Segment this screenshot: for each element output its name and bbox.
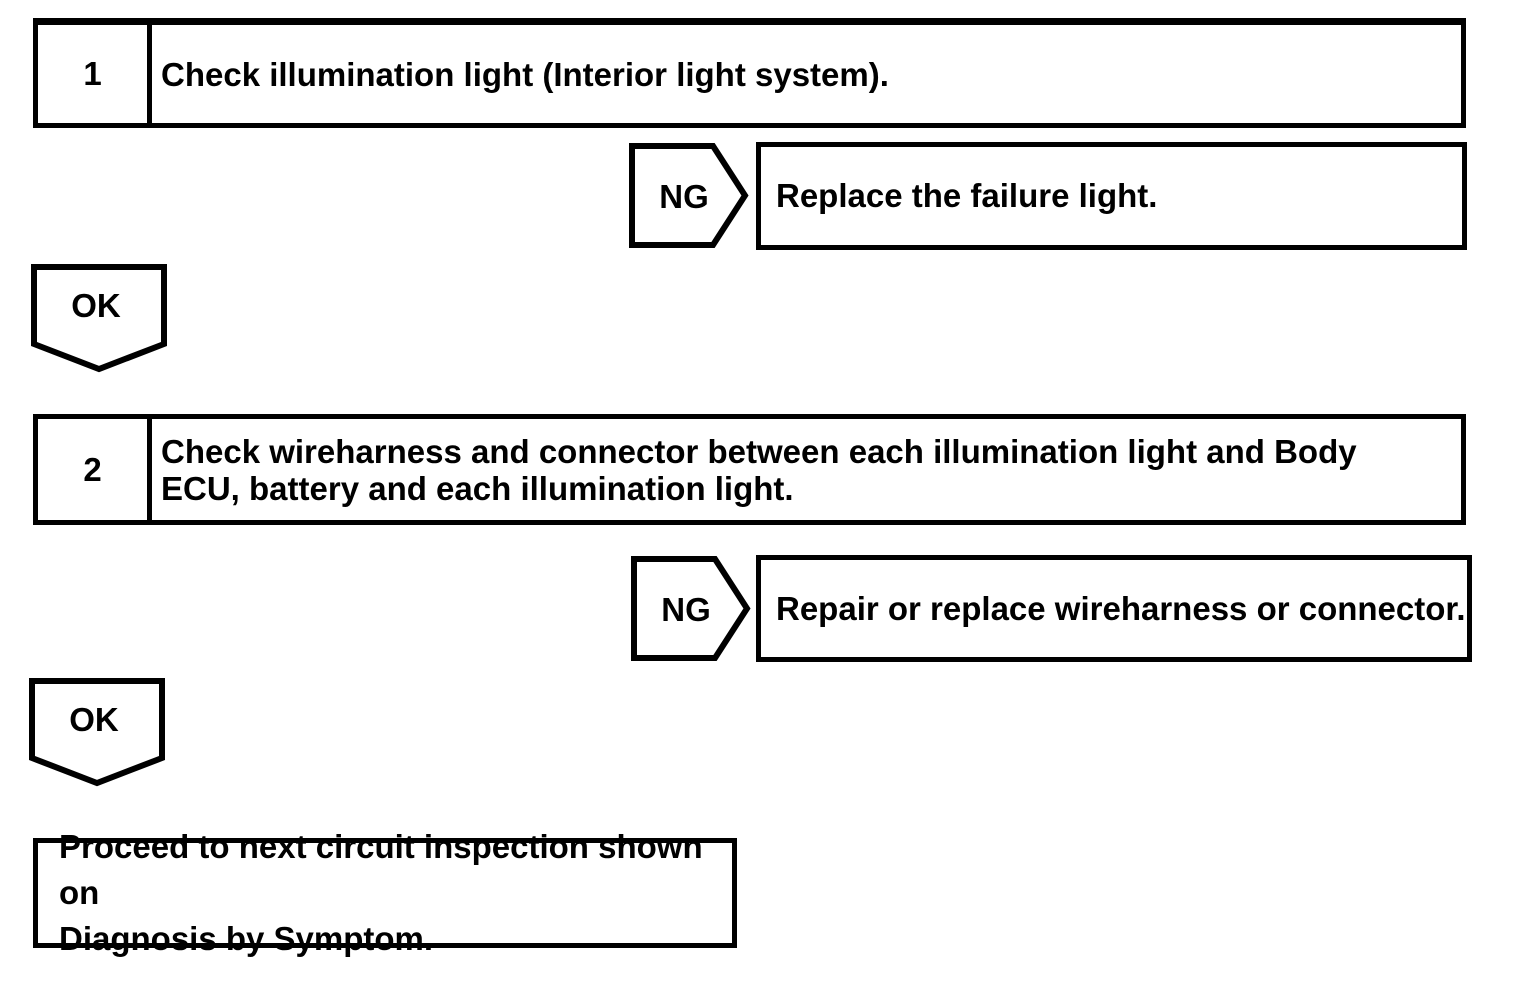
conclusion-line-1: Proceed to next circuit inspection shown… bbox=[59, 828, 703, 911]
ok-connector-shape bbox=[31, 264, 167, 373]
ng-arrow-icon: NG bbox=[628, 142, 749, 249]
ng-result-2-text: Repair or replace wireharness or connect… bbox=[776, 589, 1466, 627]
ok-label-1: OK bbox=[71, 287, 121, 324]
ng-result-1-box: Replace the failure light. bbox=[756, 142, 1467, 250]
step-1-instruction: Check illumination light (Interior light… bbox=[161, 55, 889, 93]
ng-arrow-shape bbox=[631, 556, 751, 661]
ng-label-1: NG bbox=[659, 178, 709, 215]
step-2-instruction-line-2: ECU, battery and each illumination light… bbox=[161, 469, 794, 507]
step-2-box: 2 Check wireharness and connector betwee… bbox=[33, 414, 1466, 525]
ok-connector-shape bbox=[29, 678, 165, 787]
ng-result-2-box: Repair or replace wireharness or connect… bbox=[756, 555, 1472, 662]
step-2-number: 2 bbox=[38, 419, 152, 520]
step-1-number: 1 bbox=[38, 25, 152, 123]
ng-result-1-text: Replace the failure light. bbox=[776, 177, 1158, 214]
conclusion-line-2: Diagnosis by Symptom. bbox=[59, 920, 434, 957]
step-2-instruction-line-1: Check wireharness and connector between … bbox=[161, 432, 1357, 470]
conclusion-box: Proceed to next circuit inspection shown… bbox=[33, 828, 737, 957]
ng-label-2: NG bbox=[661, 591, 711, 628]
ok-label-2: OK bbox=[69, 701, 119, 738]
ok-connector-icon: OK bbox=[30, 263, 168, 374]
ng-arrow-shape bbox=[629, 143, 749, 248]
ok-connector-icon: OK bbox=[28, 677, 166, 788]
step-1-box: 1 Check illumination light (Interior lig… bbox=[33, 18, 1466, 128]
ng-arrow-icon: NG bbox=[630, 555, 751, 662]
